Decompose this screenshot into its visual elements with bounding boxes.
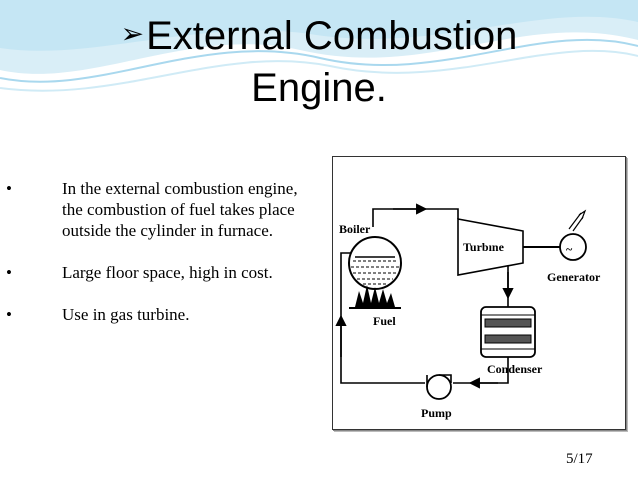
label-generator: Generator [547, 270, 601, 284]
boiler [348, 236, 402, 290]
label-boiler: Boiler [339, 222, 371, 236]
bullet-dot-icon: • [6, 263, 12, 282]
title-text-1: External Combustion [146, 14, 518, 58]
pipe-boiler-to-turbine [372, 208, 459, 227]
generator: ~ [559, 209, 587, 261]
bullet-item: • Large floor space, high in cost. [6, 262, 316, 283]
flame-icon [355, 285, 395, 307]
engine-diagram: ~ Boiler Turbıne Generator Fuel [332, 156, 626, 430]
label-pump: Pump [421, 406, 452, 420]
bullet-dot-icon: • [6, 179, 12, 198]
header-wave-decoration [0, 0, 638, 92]
title-line-2: Engine. [251, 66, 387, 110]
bullet-text: Use in gas turbine. [62, 305, 190, 324]
bullet-dot-icon: • [6, 305, 12, 324]
generator-symbol: ~ [566, 242, 573, 256]
label-condenser: Condenser [487, 362, 543, 376]
title-line-1: ➢External Combustion [0, 8, 638, 62]
bullet-item: • In the external combustion engine, the… [6, 178, 316, 241]
bullet-list: • In the external combustion engine, the… [6, 178, 316, 346]
label-fuel: Fuel [373, 314, 396, 328]
slide-title: ➢External Combustion Engine. [0, 8, 638, 114]
arrow-bullet-icon: ➢ [120, 18, 145, 49]
bullet-text: In the external combustion engine, the c… [62, 179, 298, 240]
page-number: 5/17 [566, 451, 593, 467]
bullet-text: Large floor space, high in cost. [62, 263, 273, 282]
turbine [457, 218, 524, 276]
label-turbine: Turbıne [463, 240, 505, 254]
engine-diagram-svg: ~ Boiler Turbıne Generator Fuel [335, 203, 601, 420]
pump [426, 374, 452, 400]
condenser [480, 306, 536, 358]
bullet-item: • Use in gas turbine. [6, 304, 316, 325]
